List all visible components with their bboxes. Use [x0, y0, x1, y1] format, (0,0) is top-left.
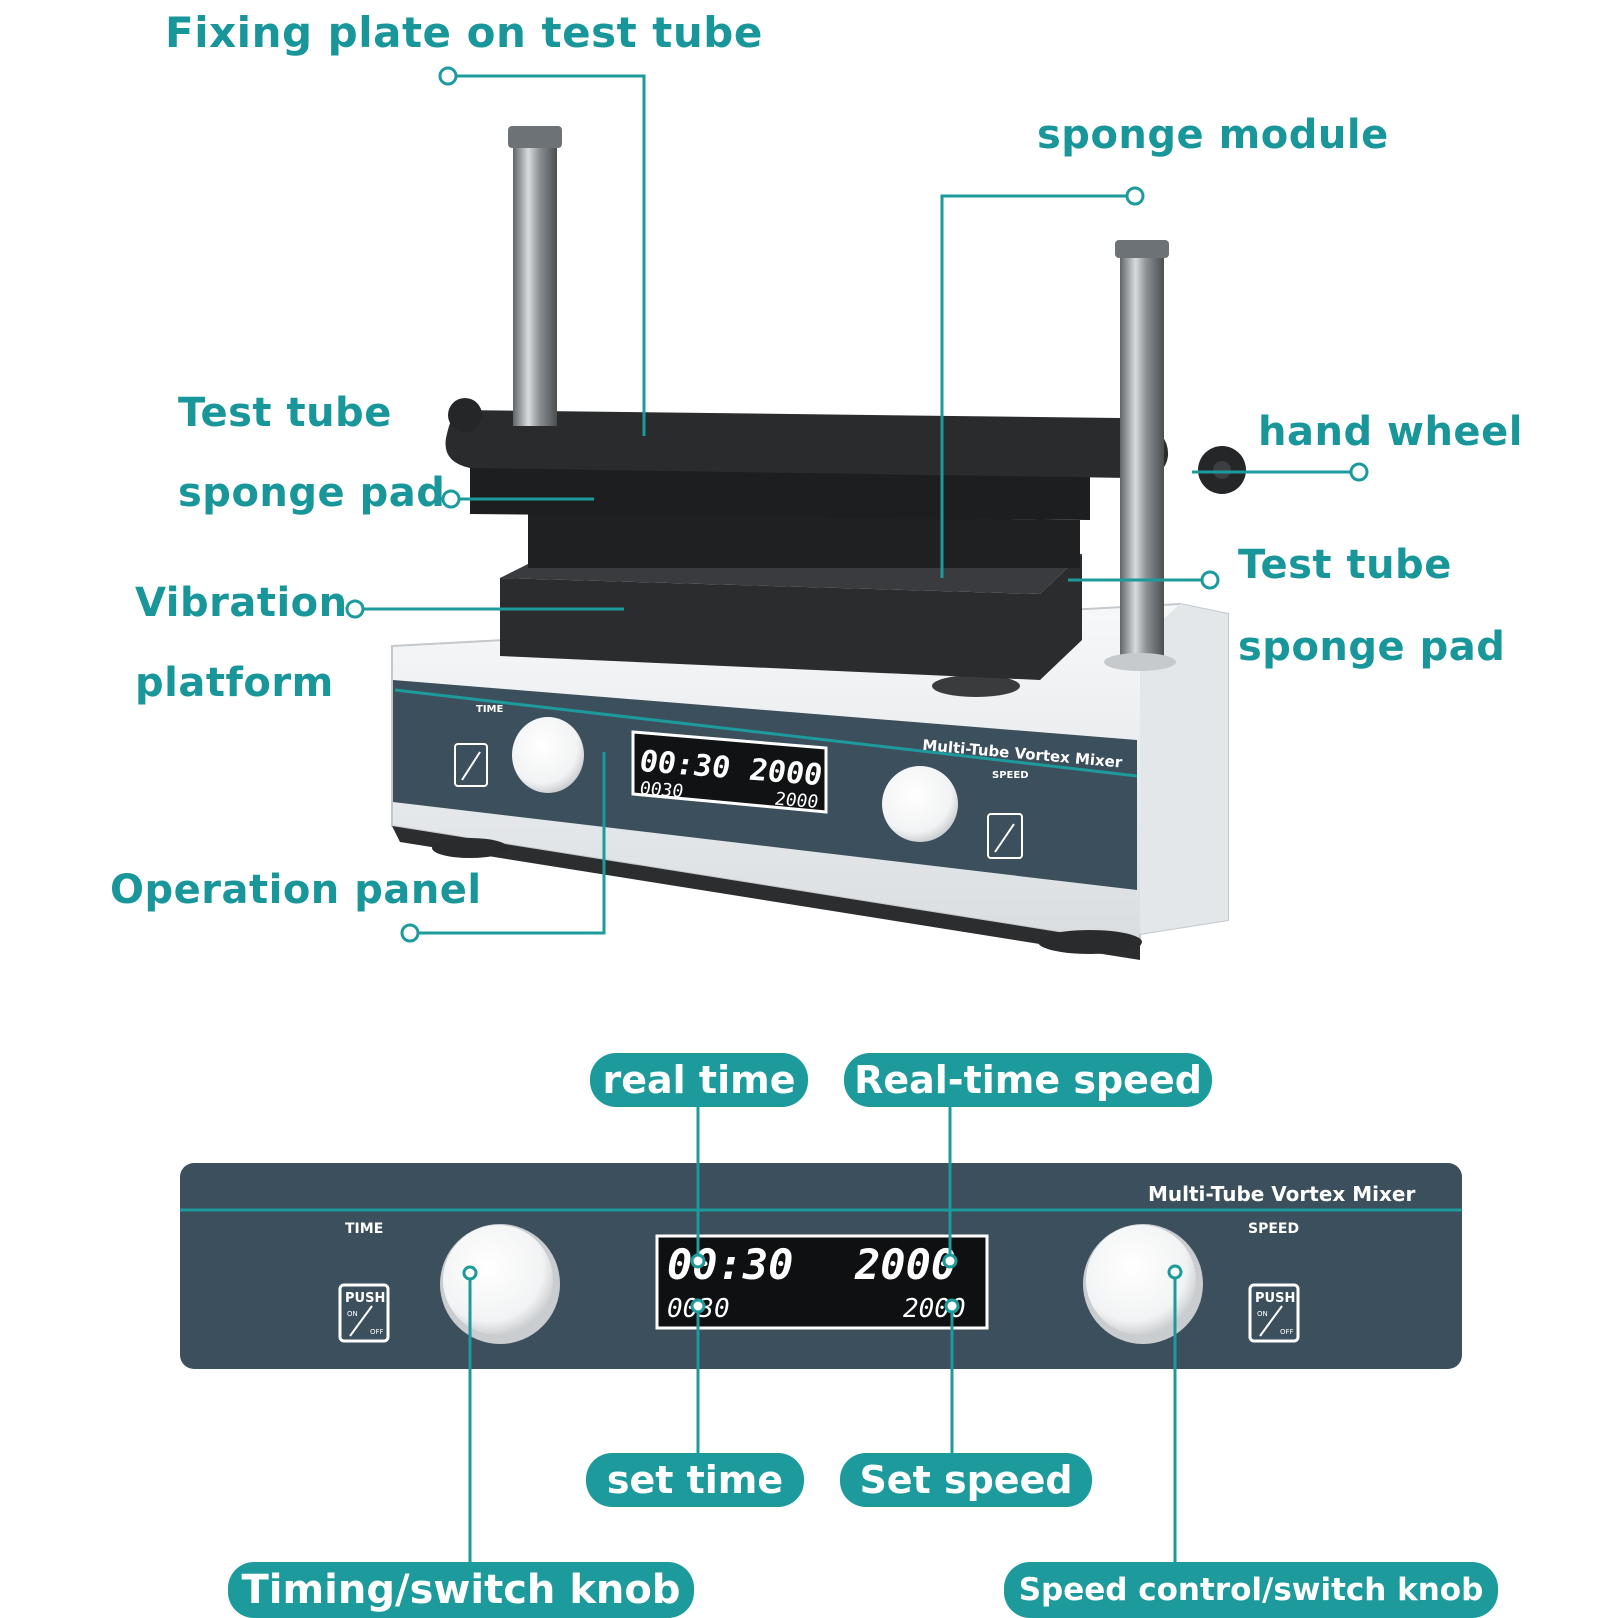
device-set-time: 0030: [640, 778, 683, 802]
callout-sponge-module: sponge module: [1037, 112, 1389, 158]
callout-test-tube-left-line1: Test tube: [178, 390, 392, 436]
hand-wheel-left: [448, 398, 482, 432]
panel-leader-lines: [462, 1105, 1183, 1562]
callout-vibration-line1: Vibration: [135, 580, 348, 626]
push-button-time[interactable]: [454, 743, 488, 787]
pill-timing-knob: Timing/switch knob: [228, 1562, 694, 1618]
on-label-left: ON: [347, 1310, 358, 1318]
leader-lines: [345, 66, 1369, 943]
callout-hand-wheel: hand wheel: [1258, 409, 1523, 455]
push-label-left: PUSH: [345, 1291, 385, 1306]
right-rod: [1120, 240, 1164, 660]
panel-real-time: 00:30: [667, 1240, 793, 1289]
left-rod: [513, 126, 557, 426]
vibration-platform: [500, 554, 1082, 680]
foot: [432, 838, 508, 858]
device-speed-label: SPEED: [992, 770, 1029, 781]
pill-set-time: set time: [586, 1453, 804, 1507]
panel-display: [655, 1234, 989, 1330]
device-display: [631, 730, 828, 814]
callout-operation-panel: Operation panel: [110, 867, 482, 913]
time-knob[interactable]: [512, 717, 584, 793]
device-real-time: 00:30: [640, 744, 730, 786]
pill-real-time-speed: Real-time speed: [844, 1053, 1212, 1107]
panel-speed-knob[interactable]: [1083, 1224, 1203, 1344]
push-label-right: PUSH: [1255, 1291, 1295, 1306]
pill-speed-knob: Speed control/switch knob: [1004, 1562, 1498, 1618]
foot: [1038, 930, 1142, 954]
callout-vibration-line2: platform: [135, 660, 334, 706]
callout-test-tube-right-line1: Test tube: [1238, 542, 1452, 588]
sponge-pad-lower: [528, 512, 1080, 568]
off-label-right: OFF: [1280, 1328, 1294, 1336]
device-real-speed: 2000: [749, 753, 822, 794]
device-side: [1140, 604, 1228, 934]
pill-set-speed: Set speed: [840, 1453, 1092, 1507]
speed-knob[interactable]: [882, 766, 958, 842]
fixing-plate: [445, 410, 1169, 479]
panel-real-speed: 2000: [854, 1240, 956, 1289]
device-bottom-band: [392, 826, 1140, 960]
callout-fixing-plate: Fixing plate on test tube: [165, 8, 763, 57]
callout-test-tube-left-line2: sponge pad: [178, 470, 446, 516]
panel-time-label: TIME: [345, 1221, 383, 1237]
device-time-label: TIME: [476, 704, 503, 715]
device-set-speed: 2000: [775, 789, 818, 813]
panel-time-knob[interactable]: [440, 1224, 560, 1344]
panel-push-button-right[interactable]: PUSH ON OFF: [1248, 1283, 1300, 1343]
on-label-right: ON: [1257, 1310, 1268, 1318]
panel-model-label: Multi-Tube Vortex Mixer: [1148, 1182, 1416, 1206]
callout-test-tube-right-line2: sponge pad: [1238, 624, 1506, 670]
off-label-left: OFF: [370, 1328, 384, 1336]
panel-speed-label: SPEED: [1248, 1221, 1299, 1237]
pill-real-time: real time: [590, 1053, 808, 1107]
push-button-speed[interactable]: [987, 813, 1023, 859]
panel-push-button-left[interactable]: PUSH ON OFF: [338, 1283, 390, 1343]
